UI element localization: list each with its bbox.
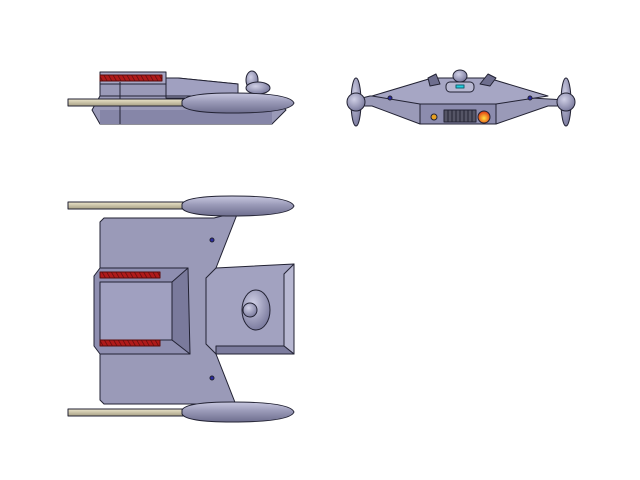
front-blue-light-left xyxy=(387,95,393,101)
top-nacelle-lower xyxy=(181,401,295,423)
front-fin-left xyxy=(427,73,441,87)
front-nacelle-right xyxy=(556,77,576,127)
front-cyan-light xyxy=(455,84,465,89)
top-blue-light-lower xyxy=(209,375,215,381)
side-view xyxy=(67,70,295,125)
front-blue-light-right xyxy=(527,95,533,101)
top-view xyxy=(67,195,295,423)
front-engine-glow xyxy=(477,110,491,124)
front-nacelle-left xyxy=(346,77,366,127)
top-beam-upper xyxy=(67,201,193,210)
front-dorsal-dome xyxy=(452,69,468,83)
top-dorsal-pod xyxy=(242,302,258,318)
side-beam xyxy=(67,98,193,107)
top-nacelle-upper xyxy=(181,195,295,217)
top-red-panel-upper xyxy=(99,271,161,279)
top-blue-light-upper xyxy=(209,237,215,243)
top-beam-lower xyxy=(67,408,193,417)
side-hull-shadow xyxy=(100,110,272,124)
top-red-panel-lower xyxy=(99,339,161,347)
front-view xyxy=(346,69,576,127)
front-fin-right xyxy=(479,73,497,87)
side-dorsal-dome xyxy=(245,81,271,95)
side-nacelle xyxy=(181,92,295,114)
side-red-panel xyxy=(99,74,163,82)
front-orange-light xyxy=(430,113,438,121)
